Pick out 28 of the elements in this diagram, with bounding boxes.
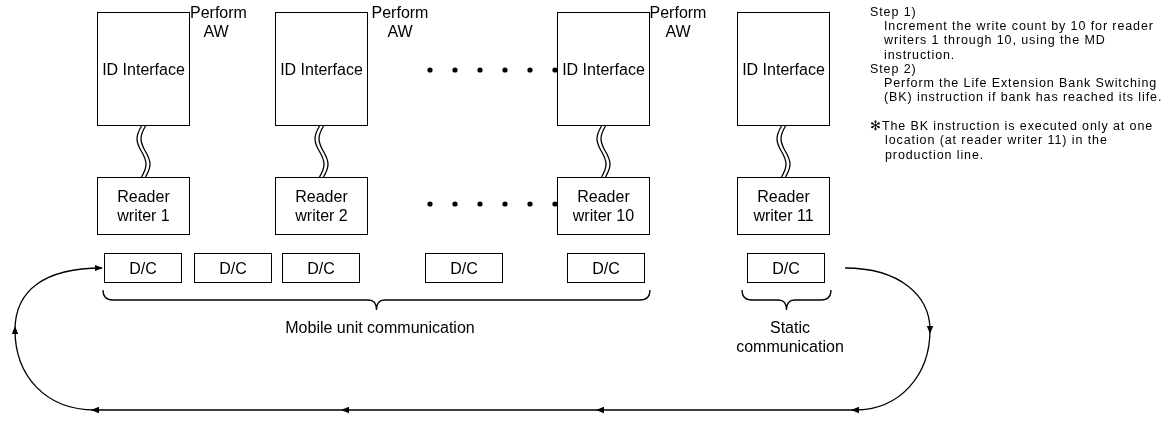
note-text: ✻The BK instruction is executed only at one location (at reader writer 11) in the production line. xyxy=(869,119,1155,162)
cable-line xyxy=(596,125,611,178)
data-carrier-box: D/C xyxy=(747,253,825,283)
annotation-text: Mobile unit communication xyxy=(284,318,476,337)
note-text: Increment the write count by 10 for reader writers 1 through 10, using the MD instruction. xyxy=(883,19,1155,62)
cable-line xyxy=(314,125,329,178)
data-carrier-box: D/C xyxy=(104,253,182,283)
data-carrier-box: D/C xyxy=(194,253,272,283)
data-carrier-box: D/C xyxy=(425,253,503,283)
note-text: Step 1) xyxy=(870,5,918,20)
note-text: Perform the Life Extension Bank Switching (BK) instruction if bank has reached its life. xyxy=(883,76,1164,105)
interface-box: ID Interface xyxy=(97,12,190,126)
interface-box: ID Interface xyxy=(557,12,650,126)
annotation-text: Perform AW xyxy=(370,3,430,41)
note-text: Step 2) xyxy=(870,62,918,77)
interface-box: ID Interface xyxy=(275,12,368,126)
reader-writer-box: Reader writer 10 xyxy=(557,177,650,235)
reader-writer-box: Reader writer 11 xyxy=(737,177,830,235)
reader-writer-box: Reader writer 2 xyxy=(275,177,368,235)
data-carrier-box: D/C xyxy=(282,253,360,283)
data-carrier-box: D/C xyxy=(567,253,645,283)
cable-line xyxy=(136,125,151,178)
cable-line xyxy=(776,125,791,178)
interface-box: ID Interface xyxy=(737,12,830,126)
annotation-text: Perform AW xyxy=(648,3,708,41)
annotation-text: Static communication xyxy=(735,318,845,356)
reader-writer-box: Reader writer 1 xyxy=(97,177,190,235)
circulation-arrow xyxy=(11,265,934,414)
